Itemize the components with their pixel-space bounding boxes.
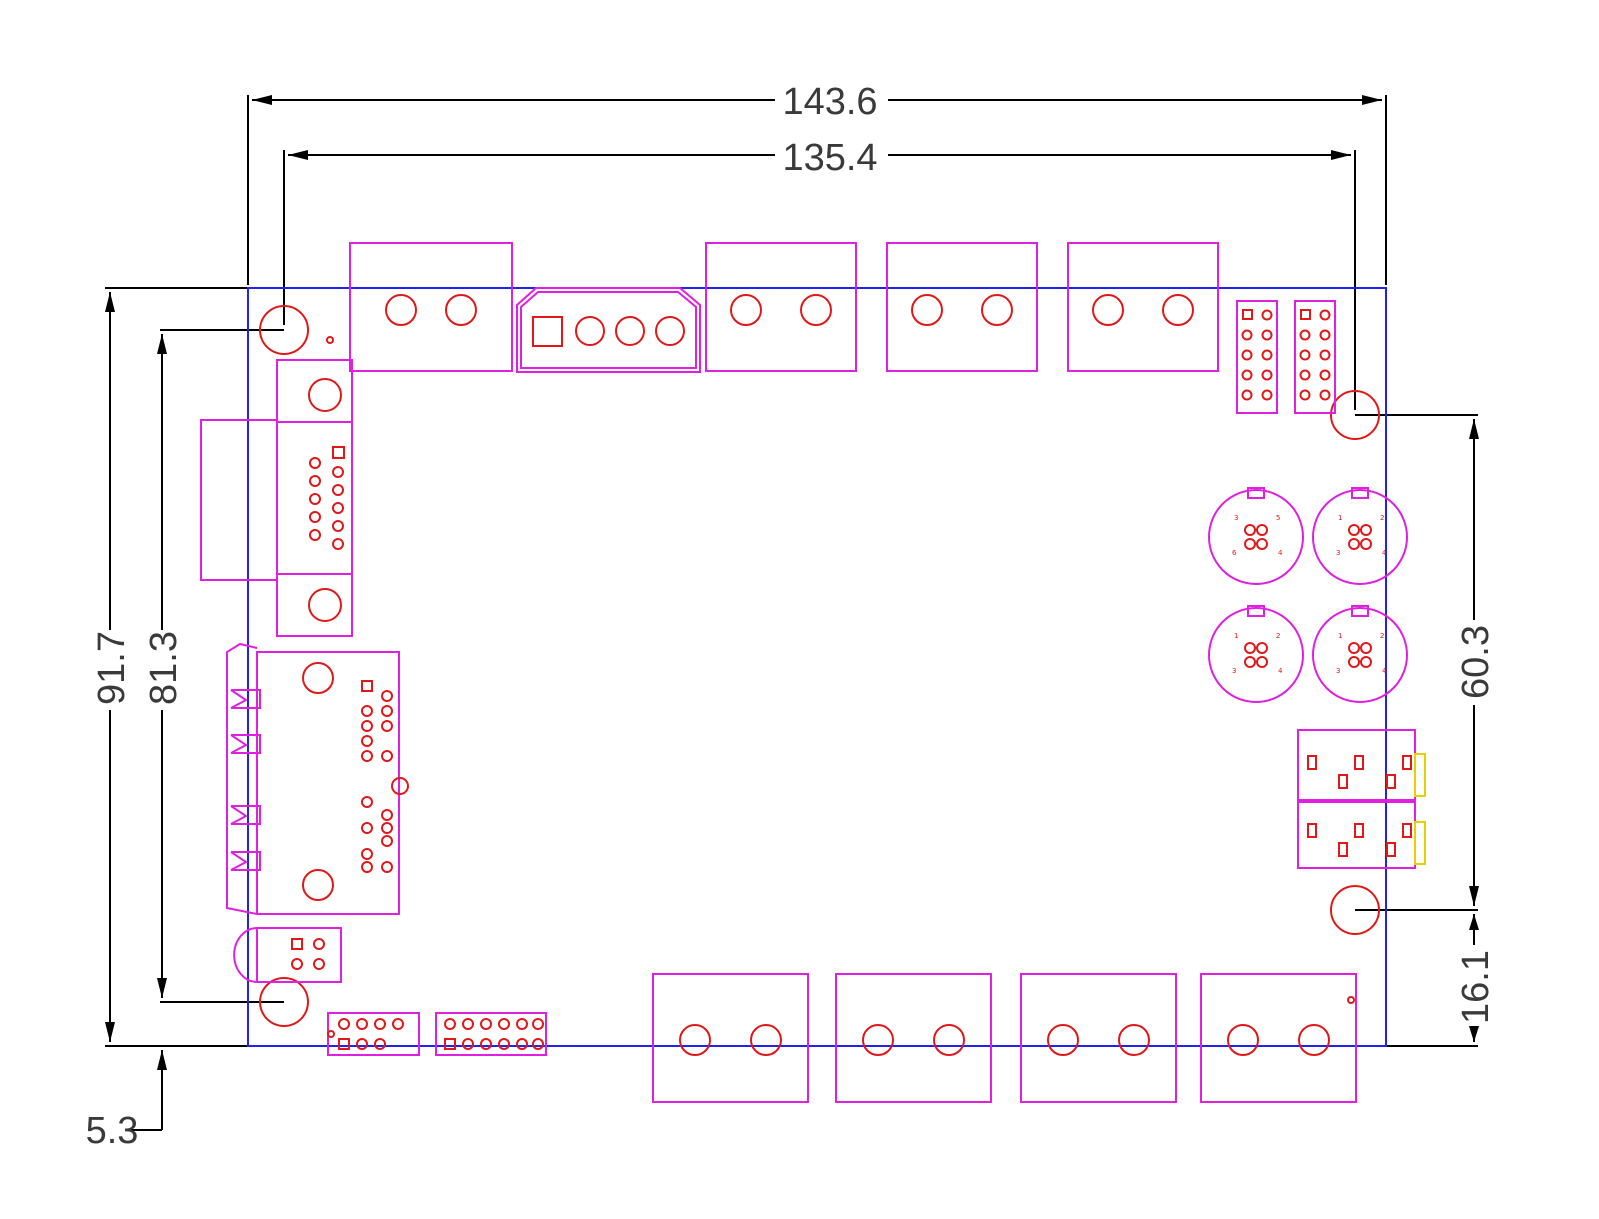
top-terminal-block-4 <box>1067 242 1219 372</box>
svg-text:6: 6 <box>1232 549 1237 557</box>
dimension-label-hole-spacing-y: 81.3 <box>143 631 185 705</box>
svg-text:2: 2 <box>1380 632 1384 640</box>
ps2-connector-2: 1 2 3 4 <box>1312 487 1408 585</box>
left-connectors <box>200 359 409 983</box>
dimension-label-right-hole-spacing: 60.3 <box>1455 625 1497 699</box>
fiducial-top <box>326 336 334 344</box>
right-connectors: 3 5 6 4 1 2 3 4 1 2 3 4 1 2 3 4 <box>1208 487 1426 869</box>
led-indicator-block-1 <box>1297 729 1426 801</box>
svg-text:2: 2 <box>1276 632 1280 640</box>
svg-text:5: 5 <box>1276 514 1280 522</box>
svg-text:3: 3 <box>1234 514 1238 522</box>
led-indicator-block-2 <box>1297 801 1426 869</box>
power-connector <box>516 287 701 373</box>
dimension-overall-width: 143.6 <box>247 81 1387 285</box>
mounting-hole-bottom-right <box>1330 885 1380 935</box>
svg-text:4: 4 <box>1382 667 1387 675</box>
pin-header-top-2 <box>1294 300 1336 414</box>
dimension-label-bottom-offset: 5.3 <box>86 1110 139 1152</box>
pin-header-bottom-1 <box>327 1012 420 1056</box>
top-terminal-block-1 <box>349 242 513 372</box>
mounting-holes <box>259 305 1380 1027</box>
dimension-hole-spacing-x: 135.4 <box>283 137 1356 410</box>
ps2-connector-4: 1 2 3 4 <box>1312 605 1408 703</box>
svg-text:1: 1 <box>1338 514 1342 522</box>
svg-text:1: 1 <box>1234 632 1238 640</box>
fiducial-bottom <box>1347 996 1355 1004</box>
mounting-hole-top-left <box>259 305 309 355</box>
board-outline <box>247 287 1387 1047</box>
bottom-connectors <box>327 973 1357 1103</box>
svg-text:3: 3 <box>1336 549 1340 557</box>
dimension-label-overall-height: 91.7 <box>91 631 133 705</box>
small-pin-header-left <box>233 927 342 983</box>
bottom-terminal-block-4 <box>1200 973 1357 1103</box>
bottom-terminal-block-3 <box>1020 973 1177 1103</box>
dimension-right-hole-spacing: 60.3 <box>1355 414 1497 911</box>
top-connectors <box>349 242 1336 414</box>
dimension-label-hole-spacing-x: 135.4 <box>782 137 877 179</box>
ps2-connector-3: 1 2 3 4 <box>1208 605 1304 703</box>
dimension-annotations: 143.6 135.4 91.7 <box>86 81 1497 1152</box>
svg-text:1: 1 <box>1338 632 1342 640</box>
svg-text:2: 2 <box>1380 514 1384 522</box>
dimension-bottom-offset: 5.3 <box>86 1050 167 1152</box>
svg-text:4: 4 <box>1382 549 1387 557</box>
dimension-hole-spacing-y: 81.3 <box>143 329 284 1003</box>
pin-header-bottom-2 <box>435 1012 547 1056</box>
dimension-label-right-hole-offset: 16.1 <box>1455 950 1497 1024</box>
svg-text:4: 4 <box>1278 549 1283 557</box>
dual-usb-connector <box>226 642 409 915</box>
mounting-hole-top-right <box>1330 390 1380 440</box>
dimension-label-overall-width: 143.6 <box>782 81 877 123</box>
bottom-terminal-block-2 <box>835 973 992 1103</box>
ps2-connector-1: 3 5 6 4 <box>1208 487 1304 585</box>
bottom-terminal-block-1 <box>652 973 809 1103</box>
svg-text:3: 3 <box>1336 667 1340 675</box>
dimension-overall-height: 91.7 <box>91 287 248 1047</box>
db9-serial-connector <box>200 359 353 637</box>
top-terminal-block-2 <box>705 242 857 372</box>
top-terminal-block-3 <box>886 242 1038 372</box>
pin-header-top-1 <box>1236 300 1278 414</box>
svg-text:3: 3 <box>1232 667 1236 675</box>
dimension-right-hole-offset: 16.1 <box>1386 914 1497 1047</box>
svg-text:4: 4 <box>1278 667 1283 675</box>
mounting-hole-bottom-left <box>259 977 309 1027</box>
